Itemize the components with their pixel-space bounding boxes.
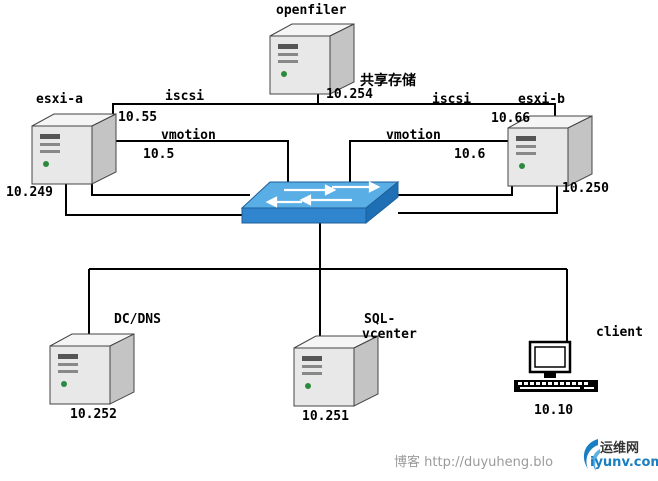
esxi-a-mgmt-ip: 10.249	[6, 185, 53, 200]
esxi-a-server-icon	[31, 113, 117, 185]
client-label: client	[596, 325, 643, 340]
swirl-icon	[583, 439, 600, 471]
dc-dns-ip: 10.252	[70, 407, 117, 422]
shared-storage-label: 共享存储	[360, 73, 416, 89]
vmotion-label-a: vmotion	[161, 128, 216, 143]
switch-icon	[240, 180, 400, 225]
client-workstation-icon	[514, 340, 598, 392]
vmotion-label-b: vmotion	[386, 128, 441, 143]
mgmt-link-b2	[398, 186, 558, 214]
openfiler-ip: 10.254	[326, 87, 373, 102]
sql-label-line1: SQL-	[364, 312, 396, 327]
client-ip: 10.10	[534, 403, 574, 418]
iscsi-link	[112, 103, 556, 124]
brand-name: 运维网	[600, 441, 640, 456]
openfiler-server-icon	[269, 23, 355, 95]
brand-domain: iyunv.com	[590, 455, 658, 470]
dc-dns-label: DC/DNS	[114, 312, 161, 327]
brand-logo: 运维网 iyunv.com	[578, 433, 658, 477]
openfiler-label: openfiler	[276, 3, 347, 18]
sql-vcenter-ip: 10.251	[302, 409, 349, 424]
esxi-b-label: esxi-b	[518, 92, 565, 107]
blog-watermark: 博客 http://duyuheng.blo	[394, 455, 554, 470]
esxi-b-iscsi-ip: 10.66	[491, 111, 531, 126]
esxi-b-mgmt-ip: 10.250	[562, 181, 609, 196]
mgmt-link-a2	[65, 176, 245, 216]
esxi-b-server-icon	[507, 115, 593, 187]
esxi-a-vmotion-ip: 10.5	[143, 147, 175, 162]
vmotion-link-a	[110, 140, 289, 196]
sql-vcenter-server-icon	[293, 335, 379, 407]
iscsi-label-a: iscsi	[165, 89, 205, 104]
esxi-a-iscsi-ip: 10.55	[118, 110, 158, 125]
esxi-a-label: esxi-a	[36, 92, 83, 107]
esxi-b-vmotion-ip: 10.6	[454, 147, 486, 162]
iscsi-label-b: iscsi	[432, 92, 472, 107]
dc-dns-server-icon	[49, 333, 135, 405]
vmotion-link-b	[349, 140, 512, 196]
sql-label-line2: vcenter	[362, 327, 417, 342]
mgmt-link-b1	[398, 176, 513, 196]
